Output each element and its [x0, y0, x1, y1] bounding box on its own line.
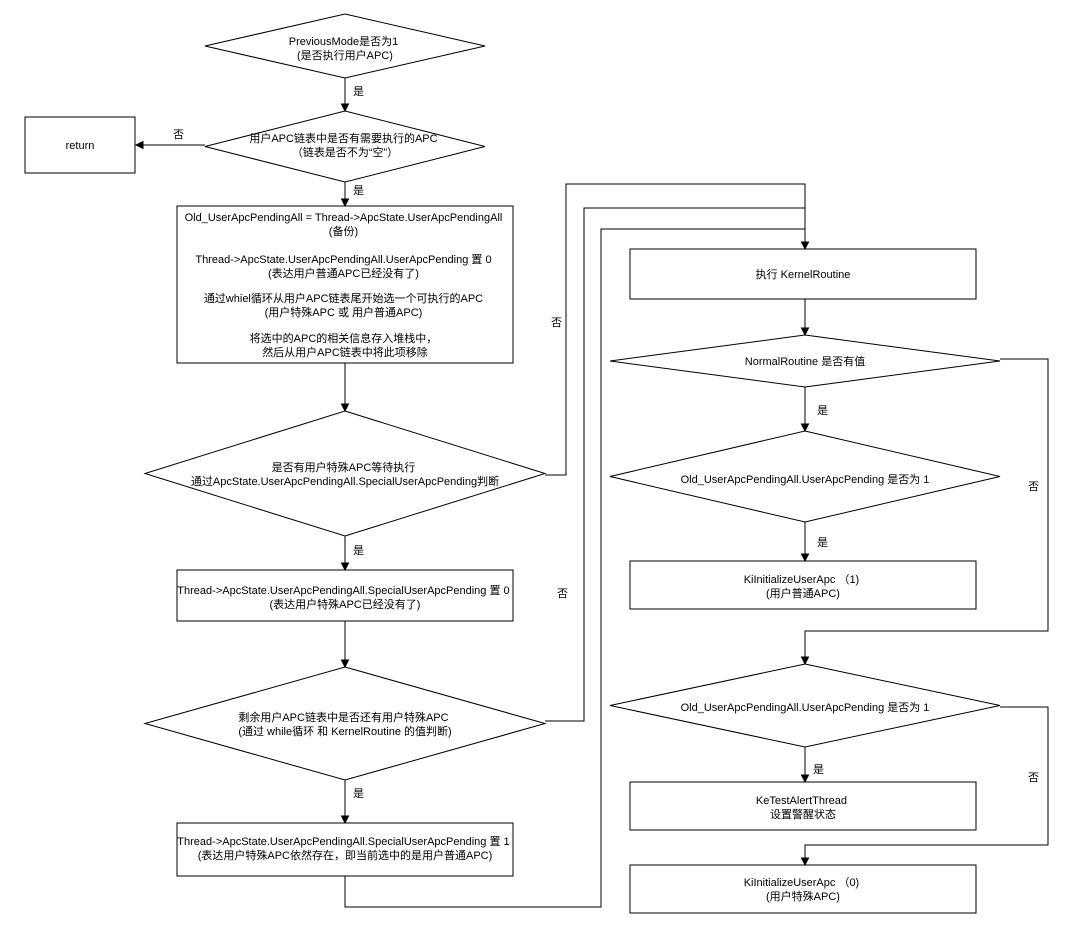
edge-label-r2-r3: 是 [817, 404, 828, 417]
edge-label-n1-n2: 是 [353, 85, 364, 98]
edge-label-r2-r5: 否 [1028, 481, 1039, 493]
edge-label-r3-r4: 是 [817, 536, 828, 549]
text-r3: Old_UserApcPendingAll.UserApcPending 是否为… [681, 473, 930, 486]
arrow-r6 [800, 774, 810, 784]
process-select-apc [176, 205, 514, 364]
edge-label-n2-return: 否 [173, 129, 184, 141]
decision-user-apc-list-nonempty [204, 110, 486, 183]
process-kernel-routine [629, 248, 977, 300]
text-r5: Old_UserApcPendingAll.UserApcPending 是否为… [681, 701, 930, 714]
edge-labels: 是 否 是 否 是 否 是 是 是 否 是 否 [173, 85, 1039, 800]
arrow-n6 [340, 659, 350, 669]
process-test-alert-thread [629, 781, 977, 831]
text-n2: 用户APC链表中是否有需要执行的APC （链表是否不为“空”） [249, 131, 440, 159]
arrowheads [134, 103, 810, 867]
edge-r5-r7 [804, 706, 1049, 859]
text-r4: KiInitializeUserApc （1) (用户普通APC) [744, 573, 863, 600]
edge-label-r5-r6: 是 [813, 763, 824, 776]
edge-label-r5-r7: 否 [1028, 772, 1039, 784]
decision-remaining-special-apc [143, 666, 547, 781]
edge-n7-r1 [344, 228, 805, 908]
text-r6: KeTestAlertThread 设置警醒状态 [756, 795, 850, 821]
process-clear-special-pending [176, 569, 514, 622]
arrow-n3 [340, 198, 350, 208]
shapes [24, 13, 1001, 914]
decision-special-apc-pending [143, 410, 547, 537]
text-r1: 执行 KernelRoutine [756, 267, 851, 281]
process-init-user-apc-0 [629, 864, 977, 914]
process-set-special-pending [176, 822, 514, 877]
arrow-r3 [800, 423, 810, 433]
edge-label-n2-n3: 是 [353, 184, 364, 197]
arrow-n2 [340, 103, 350, 113]
decision-previous-mode [204, 13, 486, 79]
text-n1: PreviousMode是否为1 (是否执行用户APC) [289, 35, 402, 62]
arrow-r5 [800, 656, 810, 666]
edge-label-n6-r1: 否 [557, 588, 568, 600]
text-n6: 剩余用户APC链表中是否还有用户特殊APC (通过 while循环 和 Kern… [238, 710, 451, 738]
edge-r2-r5 [804, 358, 1049, 658]
edge-n6-r1 [545, 207, 805, 722]
edge-label-n4-r1: 否 [551, 317, 562, 329]
decision-old-pending-1 [609, 430, 1001, 523]
text-r2: NormalRoutine 是否有值 [745, 354, 865, 368]
decision-old-pending-2 [609, 663, 1001, 748]
node-texts: PreviousMode是否为1 (是否执行用户APC) 用户APC链表中是否有… [66, 35, 930, 903]
arrow-n7 [340, 815, 350, 825]
arrow-n5 [340, 562, 350, 572]
arrow-return [134, 140, 144, 150]
text-r7: KiInitializeUserApc （0) (用户特殊APC) [744, 876, 863, 903]
text-n4: 是否有用户特殊APC等待执行 通过ApcState.UserApcPending… [191, 460, 499, 488]
edge-n4-r1 [545, 183, 806, 476]
text-n5: Thread->ApcState.UserApcPendingAll.Speci… [177, 584, 512, 611]
arrow-r7 [800, 857, 810, 867]
process-init-user-apc-1 [629, 560, 977, 610]
arrow-r1 [800, 241, 810, 251]
text-return: return [66, 140, 95, 152]
decision-normal-routine [609, 334, 1001, 388]
connectors [142, 78, 1049, 908]
text-n7: Thread->ApcState.UserApcPendingAll.Speci… [177, 835, 512, 862]
text-n3: Old_UserApcPendingAll = Thread->ApcState… [185, 212, 506, 359]
process-return [24, 116, 136, 174]
edge-label-n6-n7: 是 [353, 787, 364, 800]
arrow-r4 [800, 553, 810, 563]
arrow-n4 [340, 403, 350, 413]
edge-label-n4-n5: 是 [353, 544, 364, 557]
arrow-r2 [800, 327, 810, 337]
